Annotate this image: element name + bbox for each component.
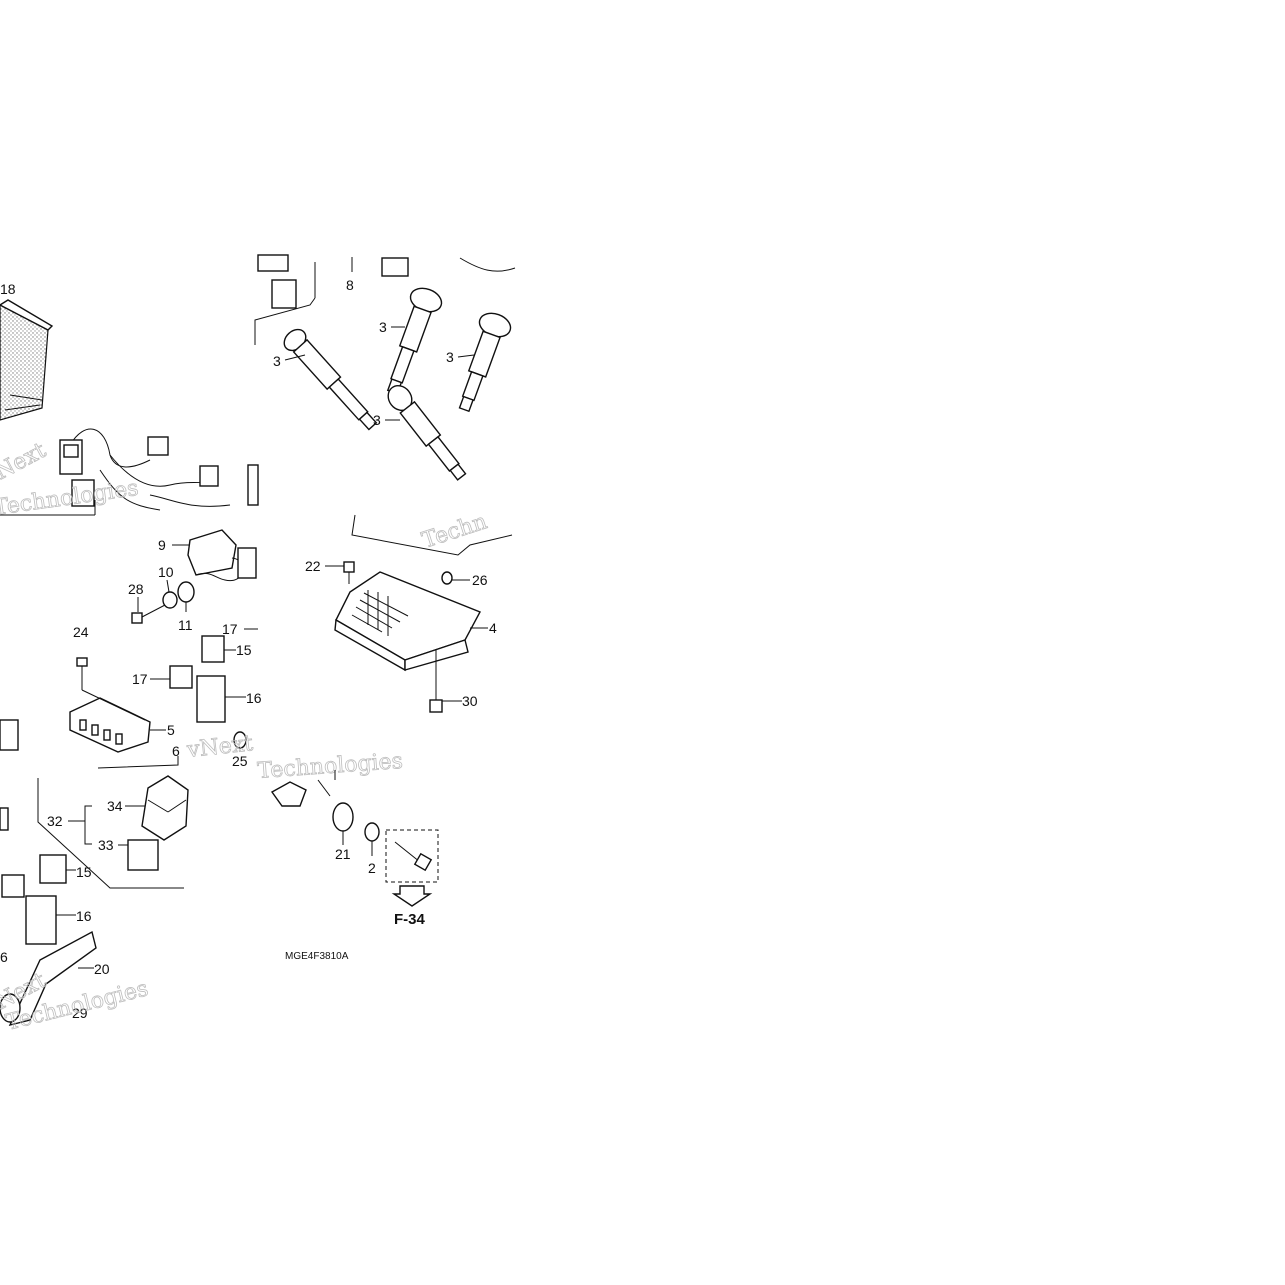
callout-3: 3	[273, 353, 281, 369]
panel-bottom-right: Technologies 21 2 F-34 MGE4F3810A	[256, 748, 439, 962]
callout-17: 17	[222, 621, 238, 637]
watermark: Techn	[419, 509, 490, 553]
callout-18: 18	[0, 281, 16, 297]
callout-26: 26	[472, 572, 488, 588]
callout-16: 16	[246, 690, 262, 706]
dashed-detail-box	[385, 829, 439, 883]
panel-top-left: 18 Next Technologies	[0, 281, 259, 521]
ignition-coil	[458, 312, 512, 413]
callout-3: 3	[373, 412, 381, 428]
callout-29: 29	[72, 1005, 88, 1021]
callout-10: 10	[158, 564, 174, 580]
callout-3: 3	[446, 349, 454, 365]
wire-harness	[59, 428, 259, 511]
bracket	[270, 781, 307, 807]
relay-part-34	[141, 775, 189, 841]
callout-28: 28	[128, 581, 144, 597]
coupler-part-16	[196, 675, 226, 723]
bolt-part-28	[131, 604, 166, 624]
callout-22: 22	[305, 558, 321, 574]
watermark: Next	[0, 438, 50, 485]
callout-30: 30	[462, 693, 478, 709]
callout-3: 3	[379, 319, 387, 335]
reference-f34: F-34	[394, 911, 426, 928]
coupler-part-16	[25, 895, 57, 945]
fuse-box-part-5	[69, 680, 151, 753]
relay-part-33	[127, 839, 159, 871]
watermark: Technologies	[0, 476, 140, 521]
callout-6: 6	[0, 949, 8, 965]
callout-11: 11	[178, 617, 193, 633]
grommet-part-10	[162, 591, 178, 609]
callout-17: 17	[132, 671, 148, 687]
ignition-coil	[387, 385, 467, 481]
callout-34: 34	[107, 798, 123, 814]
callout-4: 4	[489, 620, 497, 636]
callout-25: 25	[232, 753, 248, 769]
callout-8: 8	[346, 277, 354, 293]
ignition-coil	[283, 328, 378, 431]
callout-33: 33	[98, 837, 114, 853]
callout-21: 21	[335, 846, 351, 862]
drawing-code: MGE4F3810A	[285, 951, 349, 962]
panel-middle-left: 9 10 11 28 17 15 24 17 16	[0, 529, 262, 831]
callout-2: 2	[368, 860, 376, 876]
callout-24: 24	[73, 624, 89, 640]
grommet-part-11	[177, 581, 195, 603]
ecm-part-4	[334, 571, 481, 672]
panel-relays: 34 33 32 15 16 6 20 29 Next Technologies	[0, 775, 189, 1036]
callout-15: 15	[236, 642, 252, 658]
ecu-part-18	[0, 299, 54, 421]
collar-part-2	[364, 822, 380, 842]
module-part-9	[187, 529, 257, 582]
callout-15: 15	[76, 864, 92, 880]
grommet-part-21	[332, 802, 354, 832]
arrow-down-icon	[391, 885, 433, 907]
callout-16: 16	[76, 908, 92, 924]
mount-part-20	[8, 930, 97, 1027]
callout-20: 20	[94, 961, 110, 977]
relay-part-15	[201, 635, 225, 663]
watermark: Technologies	[257, 749, 404, 784]
connector-part-17	[169, 665, 193, 689]
callout-5: 5	[167, 722, 175, 738]
callout-32: 32	[47, 813, 63, 829]
callout-9: 9	[158, 537, 166, 553]
panel-ecm: Techn 22 26 4 30	[305, 509, 513, 713]
relay-part-15	[39, 854, 67, 884]
callout-6: 6	[172, 743, 180, 759]
ignition-coil	[386, 287, 443, 395]
panel-ignition-coils: 8	[254, 254, 516, 481]
